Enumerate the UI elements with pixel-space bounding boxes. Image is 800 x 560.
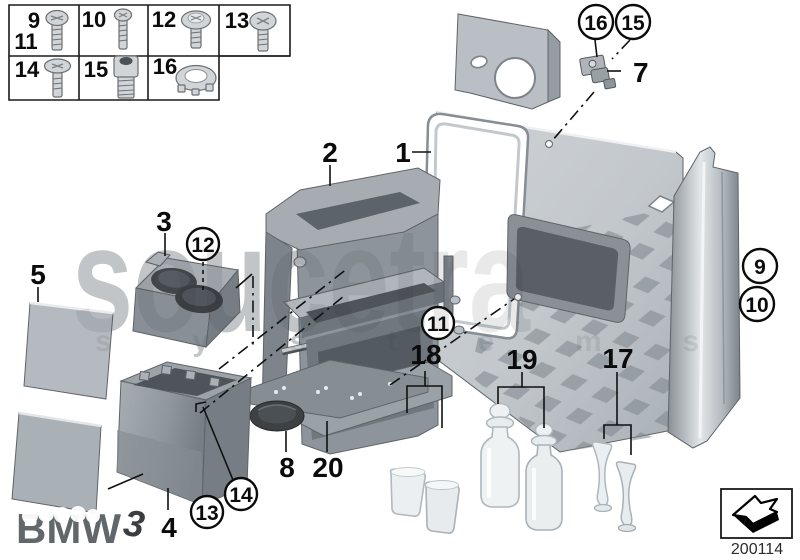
leader-part7-to-panel [551,91,595,142]
part-5-trim-flap [23,301,114,400]
callout-label-4: 4 [161,512,177,543]
leader-bubble14 [202,406,234,481]
panel-right-trim-strip [667,146,741,449]
part-8-rubber-mat [249,400,305,432]
watermark-overlay: soucetra s y s t e m s [72,195,705,363]
callout-bubble-15-label: 15 [621,12,645,35]
leader-item18-bracket-right [425,385,443,428]
callout-label-5: 5 [30,259,46,290]
callout-label-17: 17 [602,343,633,374]
legend-cell-12: 12 [152,7,212,49]
callout-label-1: 1 [395,137,411,168]
part-17-vases [591,441,637,533]
callout-bubble-13: 13 [189,494,225,530]
leader-flap-to-box [107,473,144,490]
callout-bubble-11-label: 11 [427,313,450,336]
callout-bubble-13-label: 13 [195,502,218,525]
callout-bubble-12: 12 [185,226,221,262]
leader-lines [37,39,632,510]
legend-cell-15: 15 [84,55,139,99]
callout-label-2: 2 [322,137,338,168]
footer-block: 200114 [720,488,793,558]
brand-watermark: BMW 3 [16,502,148,558]
callout-bubble-14: 14 [223,476,259,512]
legend-label-16: 16 [153,54,177,79]
leader-item17-bracket-left [603,372,618,439]
part-5-trim-flap-lower [11,411,102,514]
leader-item19-bracket-left [497,372,523,404]
callout-bubble-9: 9 [741,247,779,285]
leader-diagonal-b [199,295,345,414]
leader-item19-bracket-right [522,386,545,428]
leader-bubble16 [594,39,598,58]
callout-bubble-10: 10 [738,285,776,323]
legend-label-13: 13 [225,8,249,33]
direction-arrow-icon [731,494,779,533]
brand-watermark-scribble [22,506,100,558]
callout-bubble-14-label: 14 [229,484,253,507]
legend-cell-14: 14 [15,57,72,98]
legend-cell-9-11: 9 11 [14,8,69,54]
panel-rear-bracket [454,13,561,110]
leader-diagonal-a [218,267,349,370]
legend-cell-10: 10 [82,7,133,50]
panel-screw-hole-mid [513,292,523,302]
callout-bubble-15: 15 [614,3,652,41]
flat-head-screw-icon [43,58,72,98]
legend-label-14: 14 [15,57,40,82]
callout-label-3: 3 [156,206,172,237]
long-screw-icon [113,8,133,50]
part-19-bottles [480,402,563,531]
part-18-cups [389,467,460,534]
lock-ring-icon [175,64,217,96]
watermark-line2-overlay: s y s t e m s [95,325,705,358]
legend-label-15: 15 [84,57,108,82]
plain-callouts: 1 2 3 5 4 7 8 20 18 19 17 [30,57,648,543]
callout-label-7: 7 [633,57,649,88]
washer-head-screw-icon [180,10,212,49]
callout-bubble-12-label: 12 [191,234,214,257]
pan-head-screw-icon [249,11,277,52]
legend-cell-13: 13 [225,8,277,52]
part-1-side-panel [417,13,741,453]
panel-pocket-recess [506,214,631,323]
circled-callouts: 16 15 9 10 11 12 13 14 [185,3,779,530]
callout-label-8: 8 [279,452,295,483]
part-20-template-plate [249,359,429,419]
watermark-line1-overlay: soucetra [72,195,531,363]
callout-label-19: 19 [506,344,537,375]
panel-diamond-hole [647,195,676,213]
leader-cupholder-corner [235,273,253,289]
callout-bubble-16-label: 16 [584,12,607,35]
callout-label-18: 18 [410,339,441,370]
leader-box-tick [195,401,207,412]
callout-bubble-11: 11 [420,305,456,341]
legend-label-10: 10 [82,7,106,32]
legend-table: 9 11 10 12 [8,4,291,101]
legend-label-9: 9 [28,8,40,33]
diagram-code: 200114 [731,541,783,558]
legend-label-11: 11 [14,29,37,54]
callout-bubble-9-label: 9 [754,256,766,279]
legend-cell-16: 16 [153,54,217,96]
panel-screw-hole-top [544,139,554,149]
leader-item18-bracket-left [406,371,426,413]
leader-item17-bracket-right [617,424,632,455]
callout-label-20: 20 [312,452,343,483]
oval-head-screw-icon [45,9,69,51]
leader-bubble15 [611,39,631,60]
part-4-storage-box [116,361,253,506]
legend-label-12: 12 [152,7,176,32]
callout-bubble-16: 16 [577,3,615,41]
socket-head-screw-icon [113,55,139,99]
part-3-cupholder-insert [132,251,241,349]
watermark-extra-glyph: 3 [121,502,148,546]
callout-bubble-10-label: 10 [745,294,768,317]
part-7-bracket-clip [579,54,617,90]
leader-bubble11 [389,298,515,386]
